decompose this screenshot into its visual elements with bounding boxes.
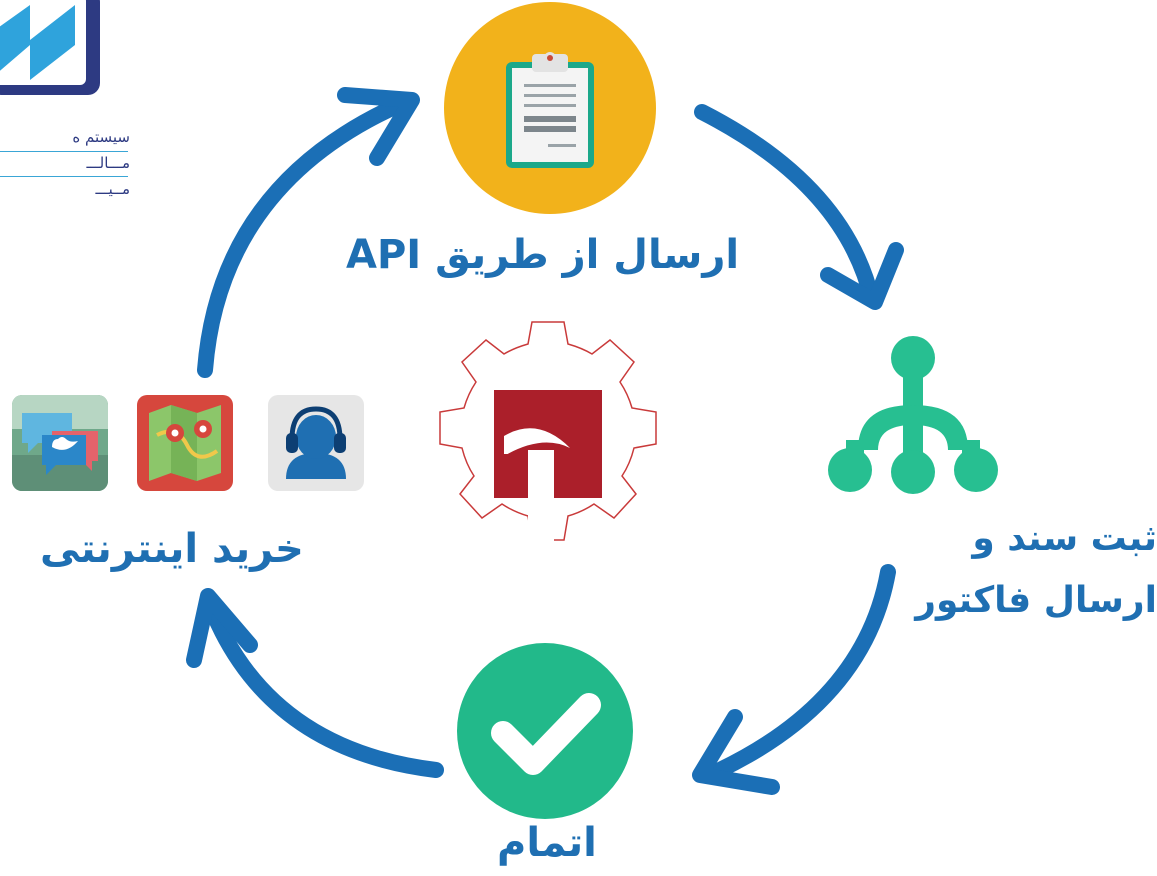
network-branch-icon bbox=[828, 336, 998, 494]
arrow-left-top bbox=[197, 92, 418, 378]
logo-text-line3: مــیـــ bbox=[95, 180, 130, 198]
arrow-right-bottom bbox=[712, 564, 896, 778]
checkmark-icon bbox=[457, 643, 633, 819]
logo-text-line2: مـــالـــ bbox=[86, 154, 130, 172]
logo-mark-icon bbox=[0, 0, 100, 95]
clipboard-icon bbox=[444, 2, 656, 214]
logo-text-line1: سیستم ه bbox=[72, 128, 130, 146]
arrow-left-top-head bbox=[337, 87, 420, 166]
arrow-bottom-left bbox=[204, 602, 444, 778]
headset-support-icon bbox=[268, 395, 364, 491]
arrow-top-right bbox=[694, 104, 880, 308]
step-online-purchase-label: خرید اینترنتی bbox=[40, 526, 304, 572]
gear-logo-icon bbox=[439, 321, 657, 550]
logo-divider-2 bbox=[0, 176, 128, 177]
step-record-label-line2: ارسال فاکتور bbox=[915, 580, 1157, 621]
arrow-top-right-head bbox=[820, 242, 904, 310]
company-logo: سیستم ه مـــالـــ مــیـــ bbox=[0, 0, 130, 205]
arrow-bottom-left-head bbox=[186, 588, 258, 668]
logo-divider-1 bbox=[0, 151, 128, 152]
step-complete-label: اتمام bbox=[497, 820, 597, 866]
step-record-label-line1: ثبت سند و bbox=[972, 518, 1157, 559]
step-api-send-label: ارسال از طریق API bbox=[346, 232, 740, 278]
arrow-right-bottom-head bbox=[692, 709, 780, 795]
map-icon bbox=[137, 395, 233, 491]
chat-twitter-icon bbox=[12, 395, 108, 491]
